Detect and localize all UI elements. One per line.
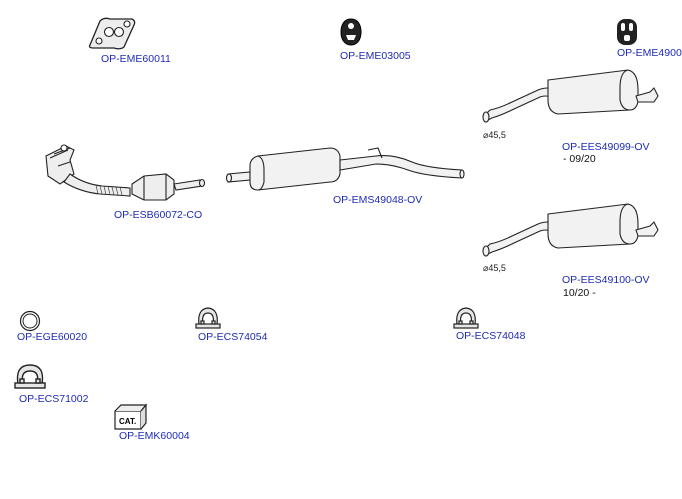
part-label-ecs71002[interactable]: OP-ECS71002 [19, 393, 89, 405]
part-label-ems49048[interactable]: OP-EMS49048-OV [333, 194, 423, 206]
dimension-label-ees49100: ⌀45,5 [483, 263, 506, 273]
part-label-ege60020[interactable]: OP-EGE60020 [17, 331, 88, 343]
pipe-clamp-icon[interactable] [453, 305, 479, 331]
rubber-hanger-icon[interactable] [340, 18, 362, 46]
part-label-eme03005[interactable]: OP-EME03005 [340, 50, 411, 62]
pipe-clamp-icon[interactable] [195, 305, 221, 331]
middle-silencer-icon[interactable] [225, 142, 466, 194]
part-label-eme4900[interactable]: OP-EME4900 [617, 47, 682, 59]
part-label-ees49099[interactable]: OP-EES49099-OV [562, 141, 650, 153]
catalytic-converter-icon[interactable] [40, 140, 208, 210]
part-label-ecs74048[interactable]: OP-ECS74048 [456, 330, 526, 342]
date-note-ees49100: 10/20 - [563, 287, 596, 299]
rear-silencer-icon[interactable] [478, 200, 663, 262]
part-label-eme60011[interactable]: OP-EME60011 [101, 53, 171, 65]
gasket-ring-icon[interactable] [19, 310, 41, 332]
cat-badge: CAT. [119, 417, 137, 426]
part-label-ecs74054[interactable]: OP-ECS74054 [198, 331, 268, 343]
dimension-label-ees49099: ⌀45,5 [483, 130, 506, 140]
rear-silencer-icon[interactable] [478, 66, 663, 128]
part-label-ees49100[interactable]: OP-EES49100-OV [562, 274, 650, 286]
part-label-esb60072[interactable]: OP-ESB60072-CO [114, 209, 203, 221]
part-label-emk60004[interactable]: OP-EMK60004 [119, 430, 190, 442]
date-note-ees49099: - 09/20 [563, 153, 596, 165]
rubber-mount-icon[interactable] [616, 18, 638, 46]
mounting-kit-box-icon[interactable] [112, 403, 148, 430]
flange-gasket-icon[interactable] [86, 15, 138, 51]
pipe-clamp-icon[interactable] [14, 362, 46, 392]
